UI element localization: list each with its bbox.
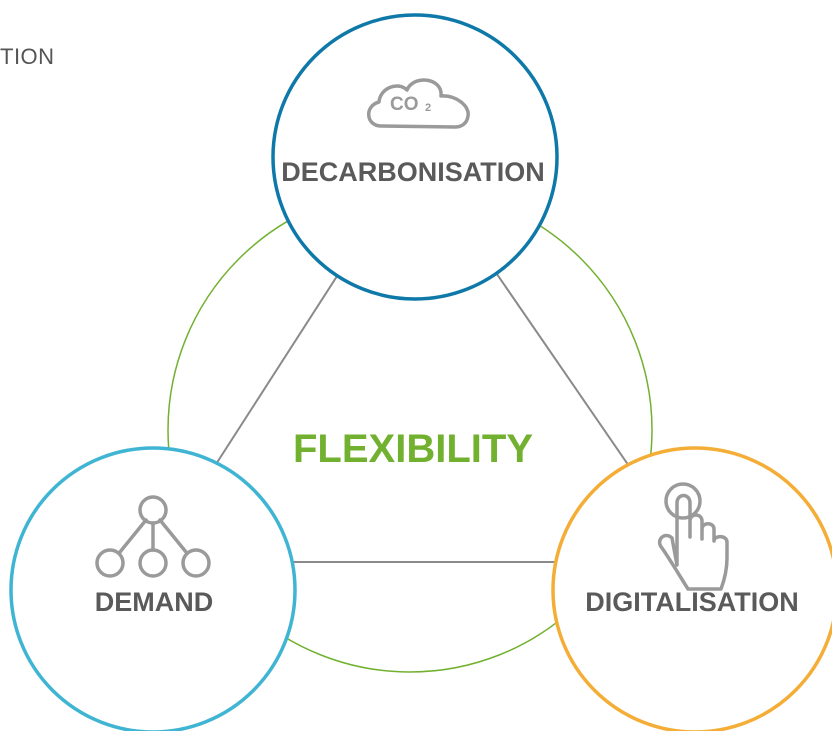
cropped-header-text: TION [0,44,55,69]
co2-text: CO [390,94,419,115]
co2-cloud-icon: CO 2 [367,78,470,129]
digitalisation-node: DIGITALISATION [551,446,832,731]
decarbonisation-label: DECARBONISATION [281,157,545,187]
flexibility-label: FLEXIBILITY [293,427,533,471]
co2-subscript: 2 [425,102,431,114]
decarbonisation-node: CO 2 DECARBONISATION [271,13,559,301]
network-nodes-icon [95,495,211,578]
demand-label: DEMAND [95,587,214,617]
decarbonisation-circle [271,13,559,301]
digitalisation-label: DIGITALISATION [585,587,798,617]
connection-triangle [151,153,697,563]
demand-node: DEMAND [9,446,297,731]
demand-circle [9,446,297,731]
touch-hand-icon [657,482,729,591]
